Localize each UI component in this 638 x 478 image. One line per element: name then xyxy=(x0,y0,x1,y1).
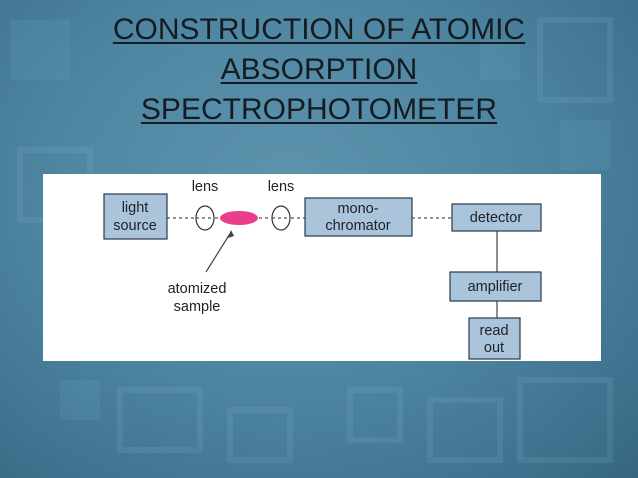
light-source-label-1: light xyxy=(122,200,149,216)
detector-box: detector xyxy=(451,203,542,232)
monochromator-label-2: chromator xyxy=(325,218,390,234)
light-source-box: light source xyxy=(103,193,168,240)
detector-label: detector xyxy=(470,210,523,226)
amplifier-box: amplifier xyxy=(449,271,542,302)
readout-box: read out xyxy=(468,317,521,360)
lens-left-icon xyxy=(195,205,215,231)
title-line-3: SPECTROPHOTOMETER xyxy=(140,93,498,126)
monochromator-label-1: mono- xyxy=(337,201,378,217)
readout-label-1: read xyxy=(479,323,508,339)
lens-right-icon xyxy=(271,205,291,231)
atomized-sample-flame xyxy=(220,211,258,225)
lens-right-label: lens xyxy=(268,179,295,195)
lens-left-label: lens xyxy=(192,179,219,195)
amplifier-label: amplifier xyxy=(468,279,523,295)
slide-title: CONSTRUCTION OF ATOMIC ABSORPTION SPECTR… xyxy=(40,10,598,130)
light-source-label-2: source xyxy=(113,218,157,234)
atomized-sample-pointer xyxy=(205,231,232,273)
title-line-2: ABSORPTION xyxy=(220,53,418,86)
title-line-1: CONSTRUCTION OF ATOMIC xyxy=(112,13,526,46)
atomized-sample-label-1: atomized xyxy=(168,281,227,297)
atomized-sample-arrowhead xyxy=(228,230,234,238)
aas-diagram: light source lens lens mono- chromator d… xyxy=(43,174,601,361)
monochromator-box: mono- chromator xyxy=(304,197,413,237)
readout-label-2: out xyxy=(484,340,504,356)
aas-diagram-svg: light source lens lens mono- chromator d… xyxy=(103,179,542,360)
atomized-sample-label-2: sample xyxy=(174,299,221,315)
